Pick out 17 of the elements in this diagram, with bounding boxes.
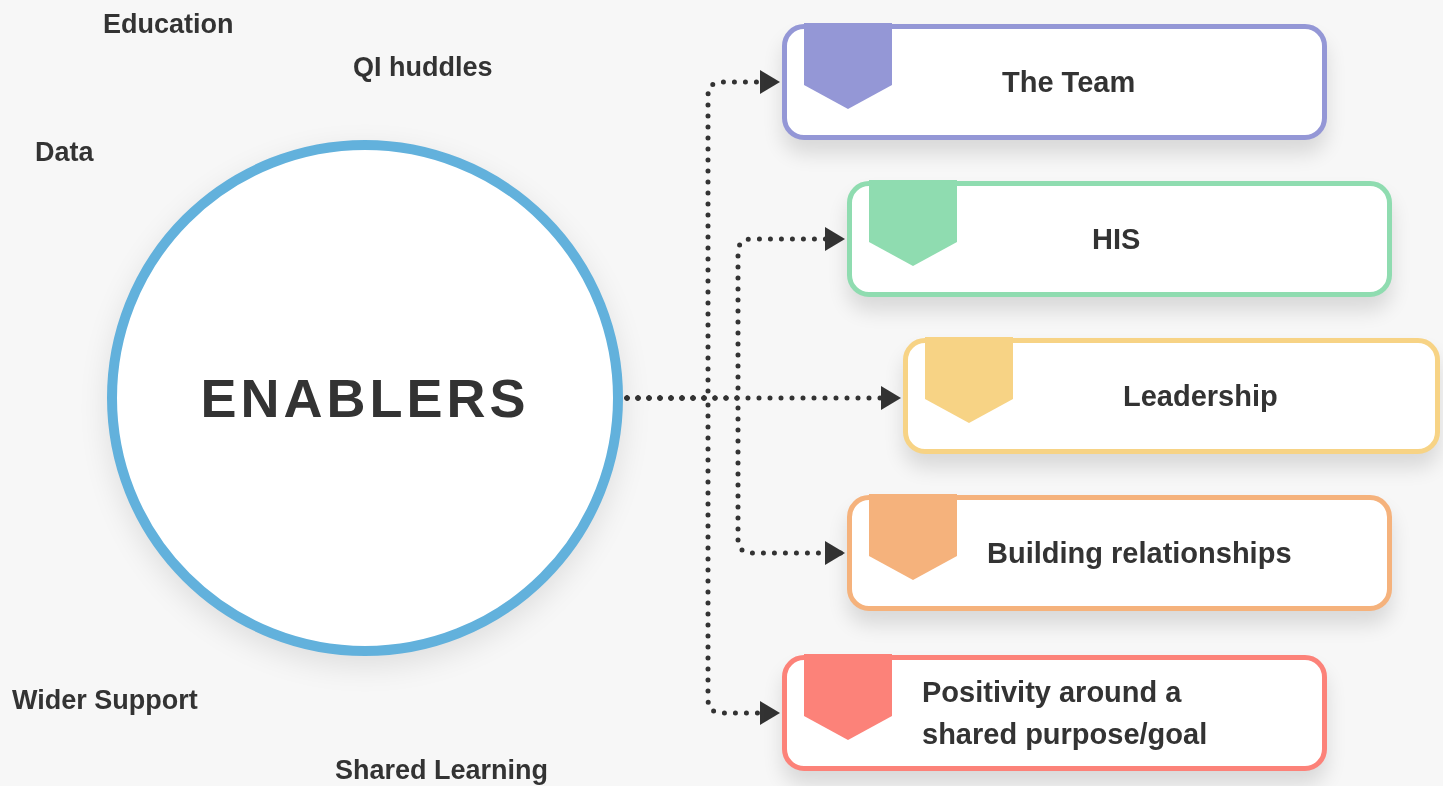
circle-title: ENABLERS <box>200 366 530 430</box>
card-title: Building relationships <box>987 536 1293 571</box>
item-card <box>847 495 1392 611</box>
enabler-label: QI huddles <box>353 51 493 84</box>
enabler-label: Data <box>35 136 94 169</box>
item-card <box>782 655 1327 771</box>
enabler-label: Education <box>103 8 234 41</box>
item-card <box>847 181 1392 297</box>
card-title: Positivity around a shared purpose/goal <box>922 675 1209 752</box>
enabler-label: Shared Learning <box>335 754 549 786</box>
card-title: HIS <box>1092 222 1142 257</box>
card-title: Leadership <box>1123 379 1279 414</box>
item-card <box>903 338 1440 454</box>
item-card <box>782 24 1327 140</box>
card-title: The Team <box>1002 65 1137 100</box>
enabler-label: Wider Support <box>12 684 198 717</box>
dotted-arrow <box>624 395 781 725</box>
